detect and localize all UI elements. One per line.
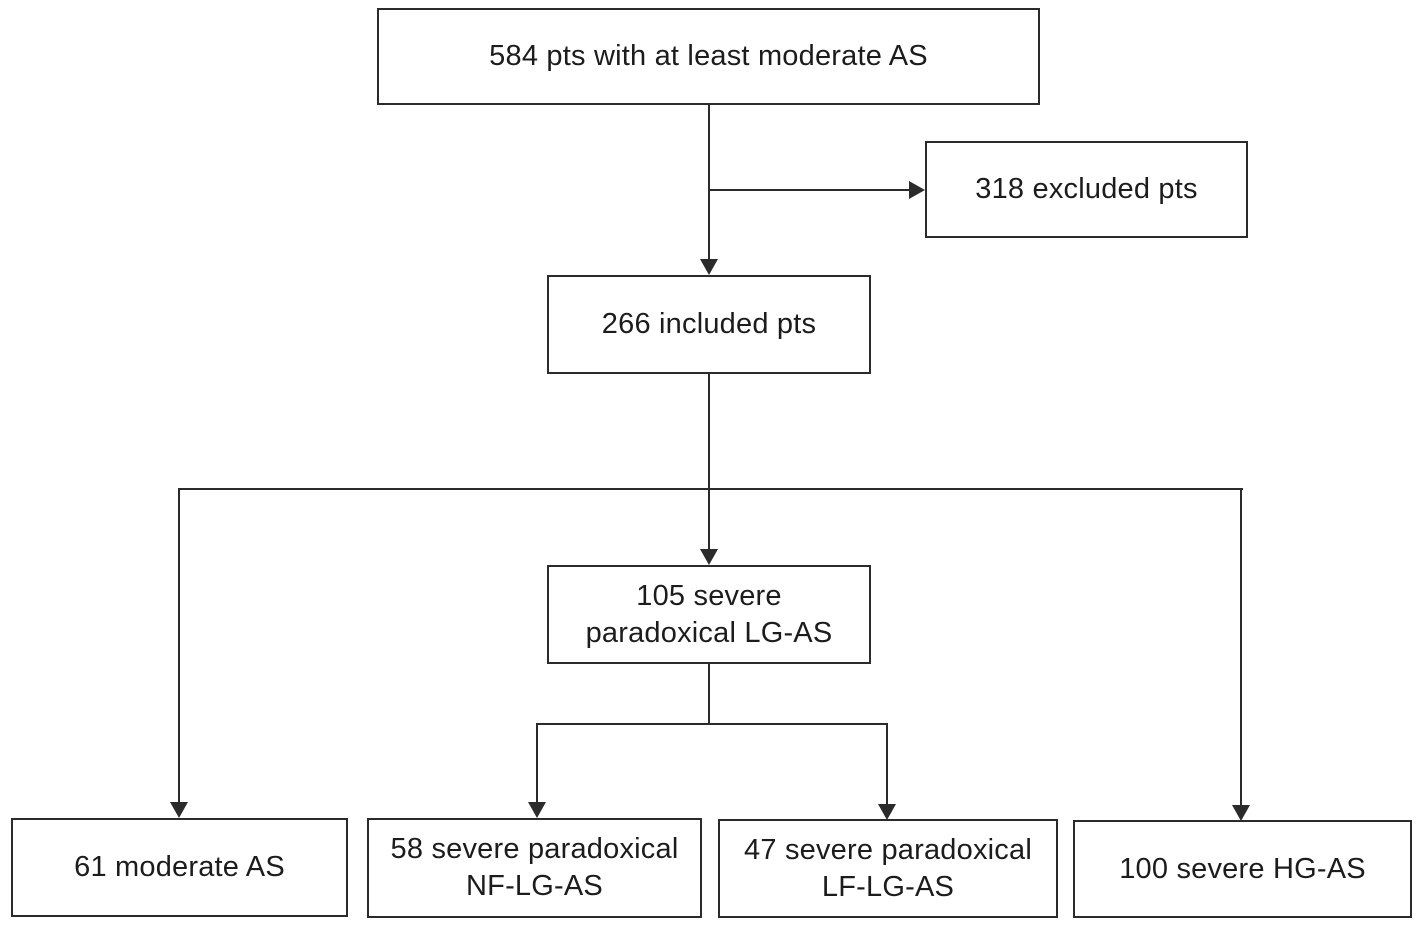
arrowhead-down-nflg-icon xyxy=(528,802,546,818)
node-moderate-as: 61 moderate AS xyxy=(11,818,348,917)
connector-split-to-hg xyxy=(1240,488,1242,805)
connector-threeway-split xyxy=(178,488,1243,490)
node-severe-hg-as-label: 100 severe HG-AS xyxy=(1119,852,1366,885)
node-excluded-patients-label: 318 excluded pts xyxy=(975,173,1198,205)
node-severe-paradoxical-lf-lg-as: 47 severe paradoxical LF-LG-AS xyxy=(718,819,1058,918)
connector-paradoxical-stem xyxy=(708,663,710,724)
connector-included-to-paradoxical xyxy=(708,374,710,549)
node-severe-paradoxical-lg-as-line1: 105 severe xyxy=(636,579,782,612)
connector-total-to-included xyxy=(708,105,710,261)
arrowhead-right-excluded-icon xyxy=(909,181,925,199)
arrowhead-down-lflg-icon xyxy=(878,804,896,820)
node-included-patients-label: 266 included pts xyxy=(601,308,817,340)
node-severe-paradoxical-nf-lg-as-line2: NF-LG-AS xyxy=(466,870,603,902)
arrowhead-down-paradoxical-icon xyxy=(700,549,718,565)
node-moderate-as-label: 61 moderate AS xyxy=(74,851,285,883)
arrowhead-down-moderate-icon xyxy=(170,802,188,818)
node-severe-paradoxical-lg-as-line2: paradoxical LG-AS xyxy=(585,616,833,649)
node-severe-paradoxical-lf-lg-as-line2: LF-LG-AS xyxy=(821,870,955,903)
node-severe-paradoxical-nf-lg-as-label: 58 severe paradoxical NF-LG-AS xyxy=(391,831,679,905)
node-severe-paradoxical-lf-lg-as-line1: 47 severe paradoxical xyxy=(744,833,1032,866)
connector-split-to-moderate xyxy=(178,488,180,802)
arrowhead-down-hg-icon xyxy=(1232,805,1250,821)
connector-split-to-lflg xyxy=(886,723,888,804)
node-severe-paradoxical-lf-lg-as-label: 47 severe paradoxical LF-LG-AS xyxy=(744,832,1032,906)
node-excluded-patients: 318 excluded pts xyxy=(925,141,1248,238)
node-included-patients: 266 included pts xyxy=(547,275,871,374)
connector-twoway-split xyxy=(536,723,888,725)
connector-total-to-excluded xyxy=(709,189,910,191)
connector-split-to-nflg xyxy=(536,723,538,802)
node-severe-paradoxical-nf-lg-as-line1: 58 severe paradoxical xyxy=(390,833,679,865)
node-severe-paradoxical-nf-lg-as: 58 severe paradoxical NF-LG-AS xyxy=(367,818,702,918)
node-severe-paradoxical-lg-as-label: 105 severe paradoxical LG-AS xyxy=(586,578,833,652)
node-total-patients-label: 584 pts with at least moderate AS xyxy=(489,40,928,72)
node-severe-hg-as: 100 severe HG-AS xyxy=(1073,820,1412,918)
arrowhead-down-included-icon xyxy=(700,259,718,275)
node-severe-paradoxical-lg-as: 105 severe paradoxical LG-AS xyxy=(547,565,871,664)
node-total-patients: 584 pts with at least moderate AS xyxy=(377,8,1040,105)
